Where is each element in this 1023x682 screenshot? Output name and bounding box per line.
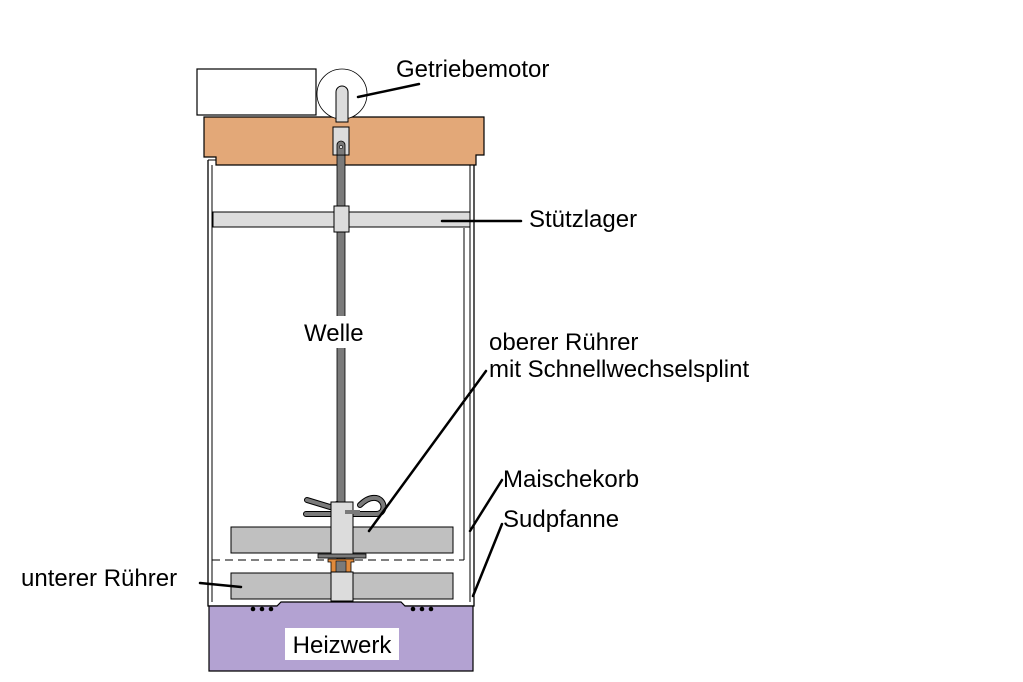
shaft-bushing: [327, 558, 355, 574]
leader-lines: [198, 82, 523, 598]
heater: Heizwerk: [208, 601, 474, 672]
shaft: [336, 139, 346, 561]
lower-stirrer: [230, 571, 454, 602]
bushing-shaft: [335, 560, 347, 574]
gearmotor: [196, 68, 368, 123]
coupling-pin: [339, 145, 343, 149]
heater-label: Heizwerk: [293, 632, 393, 659]
upper-stirrer: [230, 501, 454, 559]
heating-element-left: [250, 606, 274, 612]
washer: [317, 553, 367, 559]
heating-element-right: [410, 606, 434, 612]
leader-mash-basket: [468, 478, 504, 533]
label-shaft: Welle: [304, 320, 364, 347]
shaft-label-bg: [302, 316, 376, 348]
label-upper-stirrer-line1: oberer Rührer: [489, 329, 638, 356]
heater-label-bg: [285, 628, 399, 660]
label-lower-stirrer: unterer Rührer: [21, 565, 177, 592]
label-upper-stirrer-line2: mit Schnellwechselsplint: [489, 356, 749, 383]
lower-stirrer-hub: [330, 571, 354, 602]
label-motor: Getriebemotor: [396, 56, 549, 83]
support-bearing-bushing: [333, 205, 350, 233]
label-brew-kettle: Sudpfanne: [503, 506, 619, 533]
leader-brew-kettle: [471, 522, 504, 598]
motor-output-shaft: [335, 85, 349, 123]
label-support-bearing: Stützlager: [529, 206, 637, 233]
leader-upper-stirrer: [367, 369, 488, 533]
leader-motor: [356, 82, 421, 99]
leader-lower-stirrer: [198, 581, 243, 589]
label-mash-basket: Maischekorb: [503, 466, 639, 493]
motor-housing: [196, 68, 317, 116]
mash-basket: [211, 228, 465, 561]
